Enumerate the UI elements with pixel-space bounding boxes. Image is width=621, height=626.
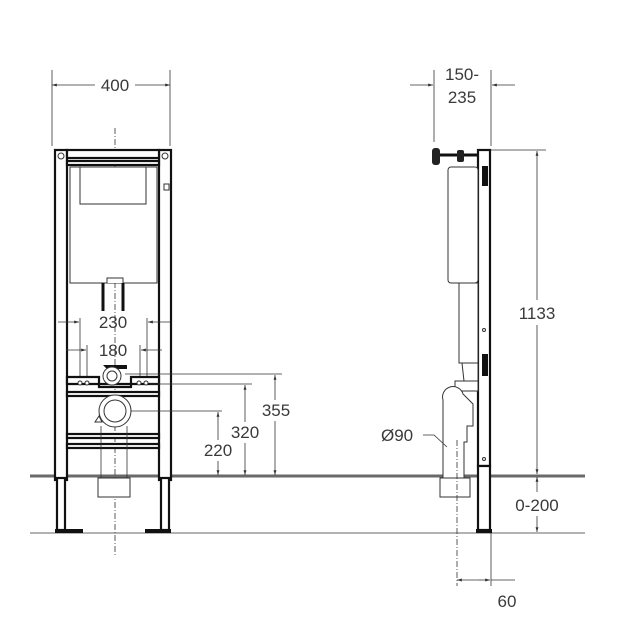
side-view: 150- 235 Ø90 1133 0-200 60	[381, 65, 559, 611]
depth-dimension-line2: 235	[448, 88, 476, 107]
height-355-dimension: 355	[262, 401, 290, 420]
leg-extension-dimension: 0-200	[515, 496, 558, 515]
frame-height-dimension: 1133	[519, 304, 556, 323]
height-320-dimension: 320	[231, 423, 259, 442]
width-dimension: 400	[101, 76, 129, 95]
pipe-diameter-label: Ø90	[381, 426, 413, 445]
bolt-spacing-dimension: 180	[99, 341, 127, 360]
support-spacing-dimension: 230	[99, 313, 127, 332]
outlet-offset-dimension: 60	[498, 592, 517, 611]
front-view: 400 230 180	[51, 70, 290, 556]
depth-dimension-line1: 150-	[445, 65, 479, 84]
height-220-dimension: 220	[204, 441, 232, 460]
